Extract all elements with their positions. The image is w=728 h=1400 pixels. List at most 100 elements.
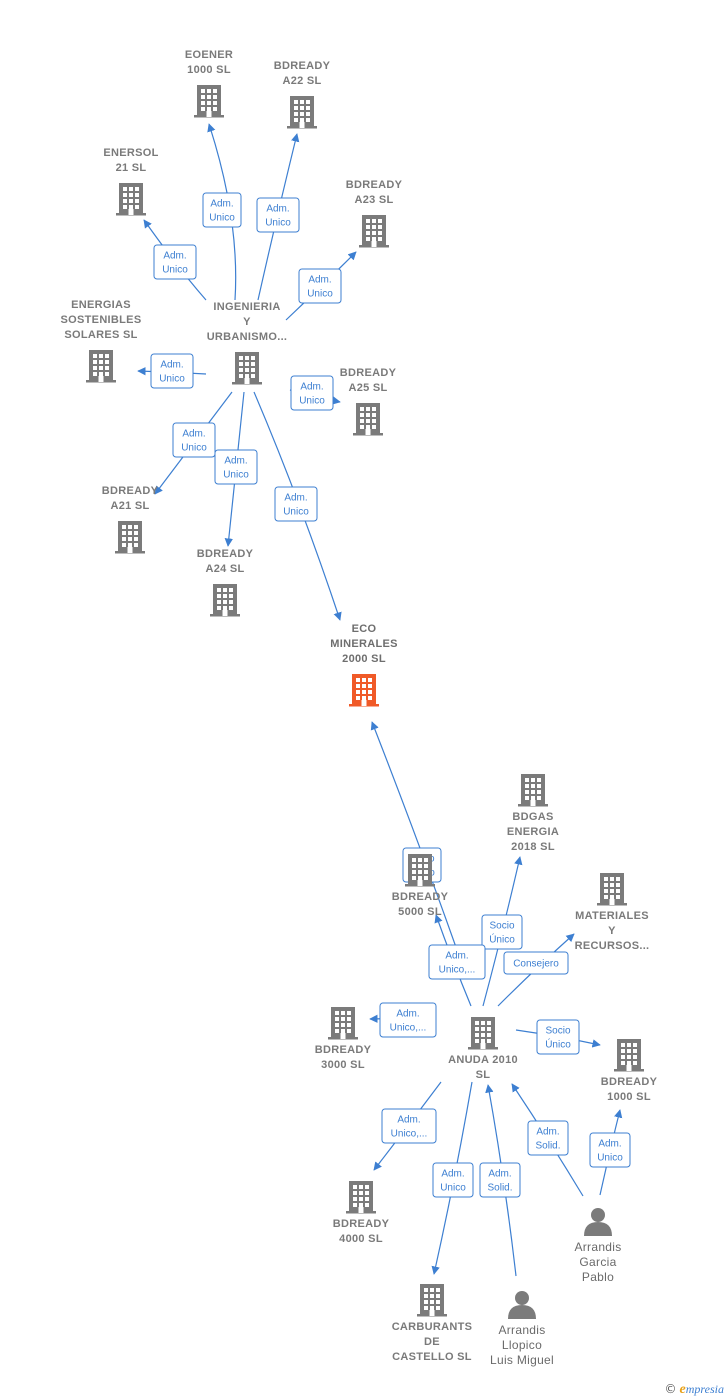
edge-label-box[interactable] xyxy=(202,192,242,228)
building-icon[interactable] xyxy=(194,85,224,118)
node-label: A21 SL xyxy=(110,500,149,512)
node-label: INGENIERIA xyxy=(213,301,280,313)
node-label: Y xyxy=(608,925,616,937)
node-label: DE xyxy=(424,1336,440,1348)
edge-label-box[interactable] xyxy=(298,268,342,304)
node-materiales[interactable]: MATERIALES Y RECURSOS... xyxy=(575,873,650,952)
node-label: ENERSOL xyxy=(103,147,158,159)
edge-label-box[interactable] xyxy=(536,1019,580,1055)
edge-16: Adm.Unico xyxy=(431,1081,474,1275)
edge-label-text: Socio xyxy=(545,1026,570,1037)
building-icon[interactable] xyxy=(468,1017,498,1050)
edge-label-text: Adm. xyxy=(536,1127,559,1138)
node-label: 21 SL xyxy=(116,162,147,174)
edge-label-box[interactable] xyxy=(432,1162,474,1198)
edge-19: Adm.Unico xyxy=(589,1109,631,1196)
edge-label-box[interactable] xyxy=(153,244,197,280)
node-carburants[interactable]: CARBURANTS DE CASTELLO SL xyxy=(392,1284,473,1363)
building-icon[interactable] xyxy=(359,215,389,248)
building-icon[interactable] xyxy=(210,584,240,617)
edge-label-box[interactable] xyxy=(256,197,300,233)
building-icon[interactable] xyxy=(115,521,145,554)
building-icon[interactable] xyxy=(597,873,627,906)
edge-label-box[interactable] xyxy=(381,1108,437,1144)
edge-1: Adm.Unico xyxy=(256,133,300,301)
edge-6: Adm.Unico xyxy=(154,391,233,495)
node-label: MATERIALES xyxy=(575,910,649,922)
edge-label-text: Adm. xyxy=(182,429,205,440)
node-ingenieria[interactable]: INGENIERIAYURBANISMO... xyxy=(207,301,288,385)
node-label: Llopico xyxy=(502,1338,542,1352)
building-icon[interactable] xyxy=(287,96,317,129)
edge-label-box[interactable] xyxy=(527,1120,569,1156)
node-label: SL xyxy=(476,1069,491,1081)
node-label: Arrandis xyxy=(574,1240,621,1254)
building-icon[interactable] xyxy=(116,183,146,216)
edge-11: Adm.Unico,... xyxy=(428,914,486,1007)
building-icon[interactable] xyxy=(349,674,379,707)
edge-label-box[interactable] xyxy=(503,951,569,975)
building-icon[interactable] xyxy=(614,1039,644,1072)
edge-label-box[interactable] xyxy=(274,486,318,522)
node-label: CASTELLO SL xyxy=(392,1351,472,1363)
edge-label-box[interactable] xyxy=(150,353,194,389)
node-label: BDREADY xyxy=(333,1218,390,1230)
edge-label-text: Unico xyxy=(223,470,249,481)
building-icon[interactable] xyxy=(346,1181,376,1214)
edge-label-box[interactable] xyxy=(379,1002,437,1038)
building-icon[interactable] xyxy=(353,403,383,436)
edge-label-box[interactable] xyxy=(172,422,216,458)
node-label: RECURSOS... xyxy=(575,940,650,952)
edge-label-text: Único xyxy=(545,1038,571,1051)
person-icon[interactable] xyxy=(584,1208,612,1236)
building-icon[interactable] xyxy=(328,1007,358,1040)
node-label: 5000 SL xyxy=(398,906,442,918)
building-icon[interactable] xyxy=(518,774,548,807)
brand-logo-initial: e xyxy=(679,1382,686,1397)
edge-label-box[interactable] xyxy=(479,1162,521,1198)
person-icon[interactable] xyxy=(508,1291,536,1319)
edge-label-box[interactable] xyxy=(214,449,258,485)
edge-13: Adm.Unico,... xyxy=(369,1002,437,1038)
building-icon[interactable] xyxy=(86,350,116,383)
node-label: 1000 SL xyxy=(187,64,231,76)
edge-label-text: Unico,... xyxy=(390,1023,427,1034)
node-label: Pablo xyxy=(582,1270,614,1284)
edge-label-box[interactable] xyxy=(428,944,486,980)
edge-label-box[interactable] xyxy=(589,1132,631,1168)
edge-label-box[interactable] xyxy=(290,375,334,411)
node-label: A25 SL xyxy=(348,382,387,394)
edge-label-text: Socio xyxy=(489,921,514,932)
node-label: A24 SL xyxy=(205,563,244,575)
node-label: A23 SL xyxy=(354,194,393,206)
node-enersol[interactable]: ENERSOL 21 SL xyxy=(103,147,158,216)
edge-0: Adm.Unico xyxy=(202,123,242,301)
building-icon[interactable] xyxy=(232,352,262,385)
edge-label-box[interactable] xyxy=(481,914,523,950)
node-label: ANUDA 2010 xyxy=(448,1054,518,1066)
edge-8: Adm.Unico xyxy=(253,391,342,621)
node-label: CARBURANTS xyxy=(392,1321,473,1333)
building-icon[interactable] xyxy=(417,1284,447,1317)
node-label: A22 SL xyxy=(282,75,321,87)
building-icon[interactable] xyxy=(405,854,435,887)
edge-label-text: Unico xyxy=(209,213,235,224)
